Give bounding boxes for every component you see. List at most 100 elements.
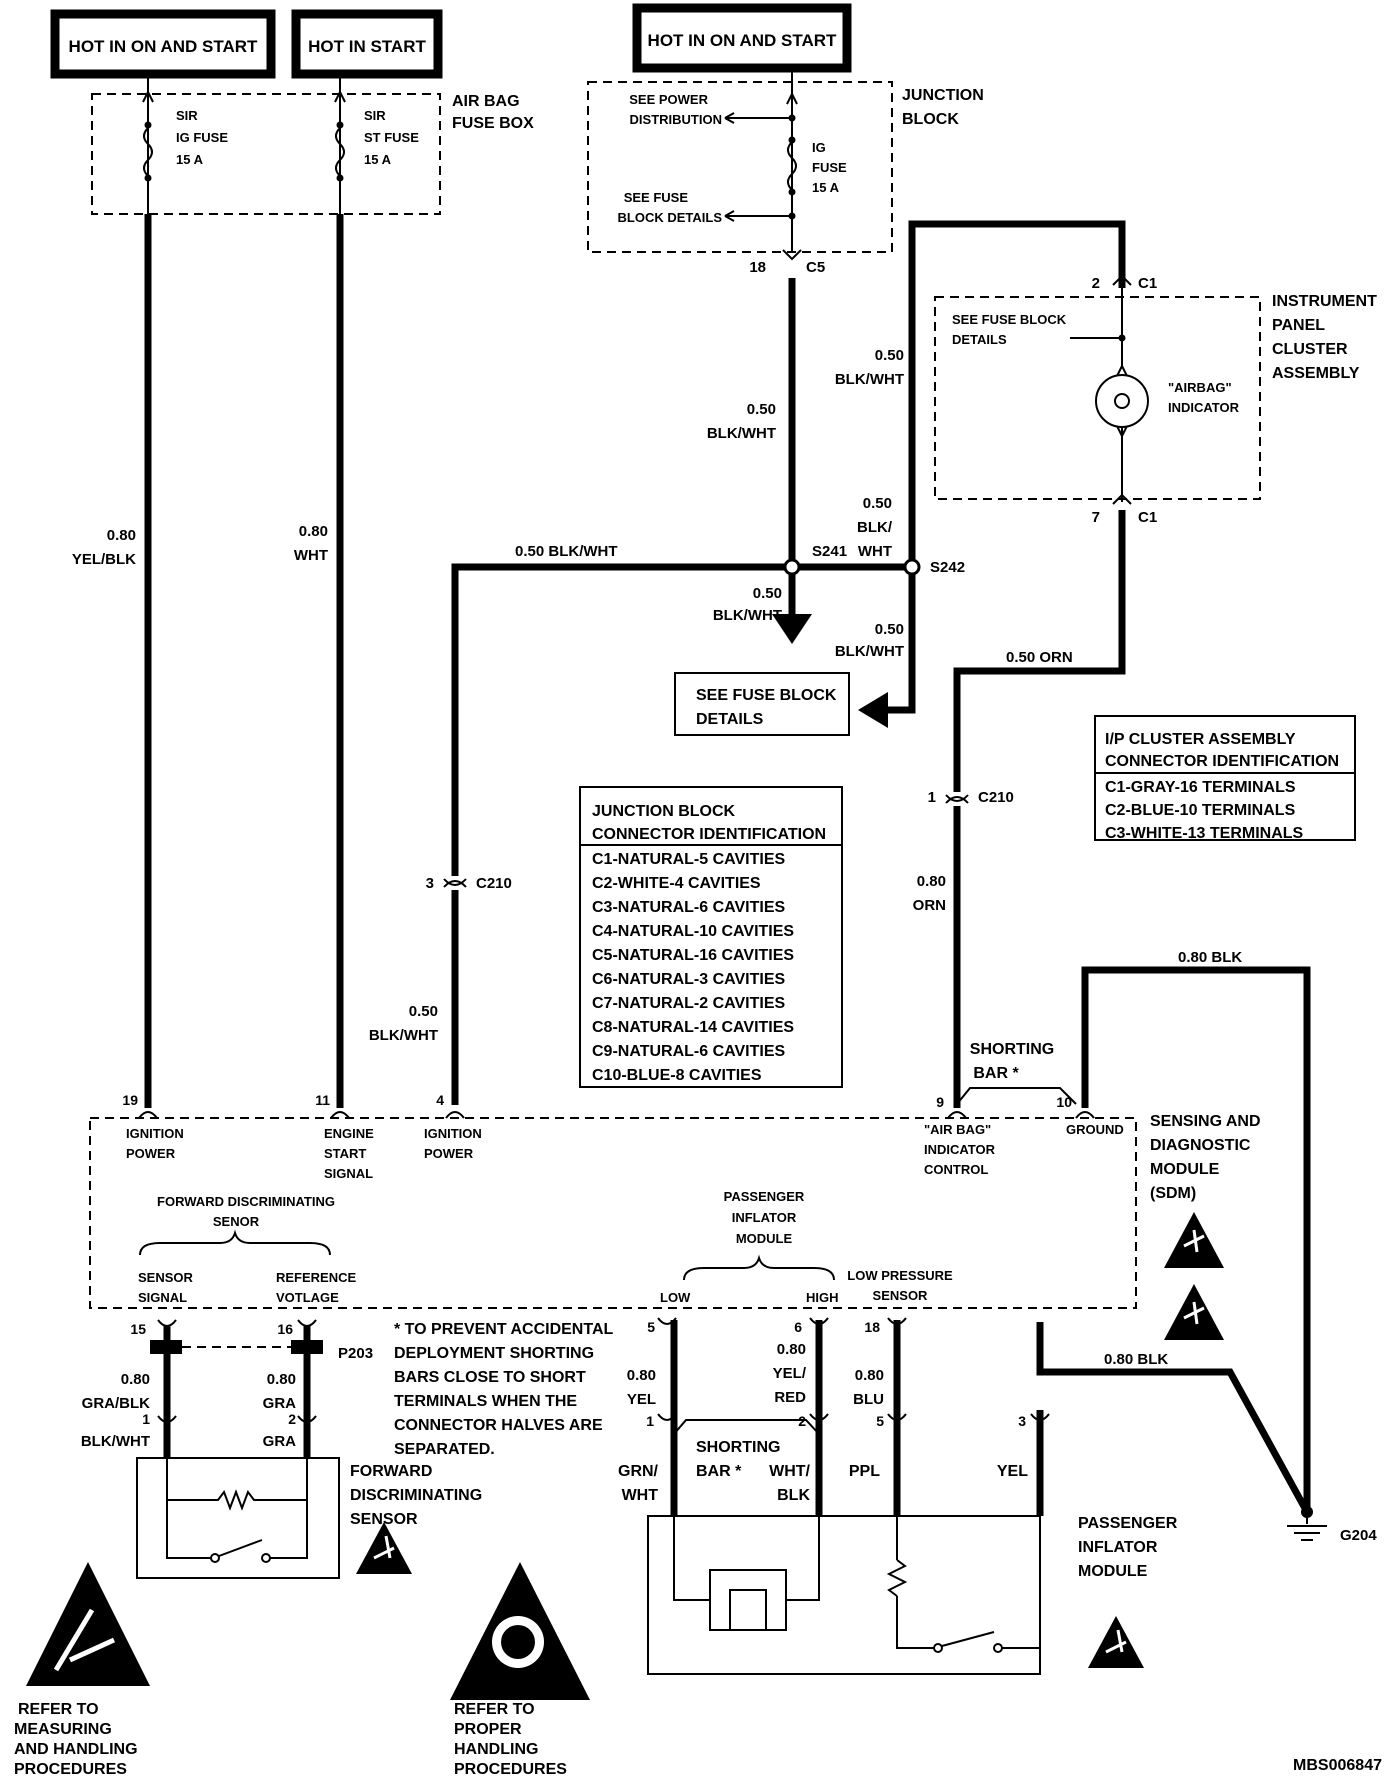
resistor-icon bbox=[167, 1489, 307, 1511]
sir-ig-fuse-icon bbox=[143, 127, 153, 177]
svg-text:GRA: GRA bbox=[263, 1433, 297, 1450]
ip-pin-7: 7 bbox=[1092, 509, 1100, 526]
hot-label-sir-ig: HOT IN ON AND START bbox=[50, 9, 276, 79]
svg-text:C210: C210 bbox=[476, 875, 512, 892]
sdm-pin-15: 15 bbox=[130, 1321, 146, 1337]
sdm-pin-6: 6 bbox=[794, 1319, 802, 1335]
ground-g204: G204 bbox=[1287, 1506, 1377, 1544]
sdm-bottom-pins: 15 16 5 6 18 P203 bbox=[130, 1317, 907, 1362]
wire-blk-wht-horizontal bbox=[451, 563, 912, 1105]
svg-text:1: 1 bbox=[928, 789, 936, 806]
sdm-pin-10: 10 bbox=[1056, 1094, 1072, 1110]
doc-id: MBS006847 bbox=[1293, 1757, 1382, 1774]
sdm-pin-5: 5 bbox=[647, 1319, 655, 1335]
wire-blk-wht-ip bbox=[882, 220, 1126, 714]
esd-warning-icon-3 bbox=[356, 1522, 412, 1574]
jb-conn-c5: C5 bbox=[806, 259, 825, 276]
wire-label-orn-050: 0.50 ORN bbox=[1006, 649, 1073, 666]
svg-text:3: 3 bbox=[1018, 1413, 1026, 1429]
arrow-left-s242 bbox=[858, 692, 888, 728]
splice-s241: S241 bbox=[812, 543, 847, 560]
shorting-bar-note: * TO PREVENT ACCIDENTAL DEPLOYMENT SHORT… bbox=[394, 1321, 617, 1458]
jb-pin-18: 18 bbox=[749, 259, 766, 276]
ip-conn-c1-top: C1 bbox=[1138, 275, 1157, 292]
connector-p203: P203 bbox=[150, 1340, 373, 1362]
splices: S241 S242 bbox=[783, 543, 965, 576]
svg-text:2: 2 bbox=[288, 1411, 296, 1427]
sdm-low: LOW bbox=[660, 1290, 691, 1305]
svg-text:G204: G204 bbox=[1340, 1527, 1377, 1544]
splice-s242: S242 bbox=[930, 559, 965, 576]
svg-text:C1-NATURAL-5 CAVITIES C2: C1-NATURAL-5 CAVITIES C2-WHITE-4 CAVITIE… bbox=[592, 851, 799, 1084]
svg-text:YEL: YEL bbox=[997, 1463, 1028, 1480]
svg-text:WHT/BLK: WHT/BLK bbox=[769, 1463, 810, 1504]
wire-label-blk-top: 0.80 BLK bbox=[1178, 949, 1242, 966]
wire-orn-050 bbox=[953, 510, 1126, 792]
ip-conn-c1-bottom: C1 bbox=[1138, 509, 1157, 526]
sdm-pin-19: 19 bbox=[122, 1092, 138, 1108]
hot-label-sir-st: HOT IN START bbox=[291, 9, 443, 79]
ig-fuse-icon bbox=[787, 141, 797, 191]
wires bbox=[144, 214, 1311, 1516]
sdm-high: HIGH bbox=[806, 1290, 839, 1305]
hot-label-ig: HOT IN ON AND START bbox=[632, 3, 852, 73]
ip-pin-2: 2 bbox=[1092, 275, 1100, 292]
wire-label-blk-wht-horiz: 0.50 BLK/WHT bbox=[515, 543, 618, 560]
sir-st-fuse-icon bbox=[335, 127, 345, 177]
airbag-indicator-lamp-icon bbox=[1095, 374, 1149, 428]
svg-text:PPL: PPL bbox=[849, 1463, 880, 1480]
wire-blk-bottom bbox=[1036, 1322, 1311, 1514]
esd-warning-icon-4 bbox=[1088, 1616, 1144, 1668]
svg-text:5: 5 bbox=[876, 1413, 884, 1429]
svg-text:1: 1 bbox=[646, 1413, 654, 1429]
svg-text:P203: P203 bbox=[338, 1345, 373, 1362]
sdm-ground: GROUND bbox=[1066, 1122, 1124, 1137]
wire-blk-ground bbox=[1081, 966, 1311, 1512]
svg-text:1: 1 bbox=[142, 1411, 150, 1427]
wire-label-blk-bottom: 0.80 BLK bbox=[1104, 1351, 1168, 1368]
svg-text:C210: C210 bbox=[978, 789, 1014, 806]
